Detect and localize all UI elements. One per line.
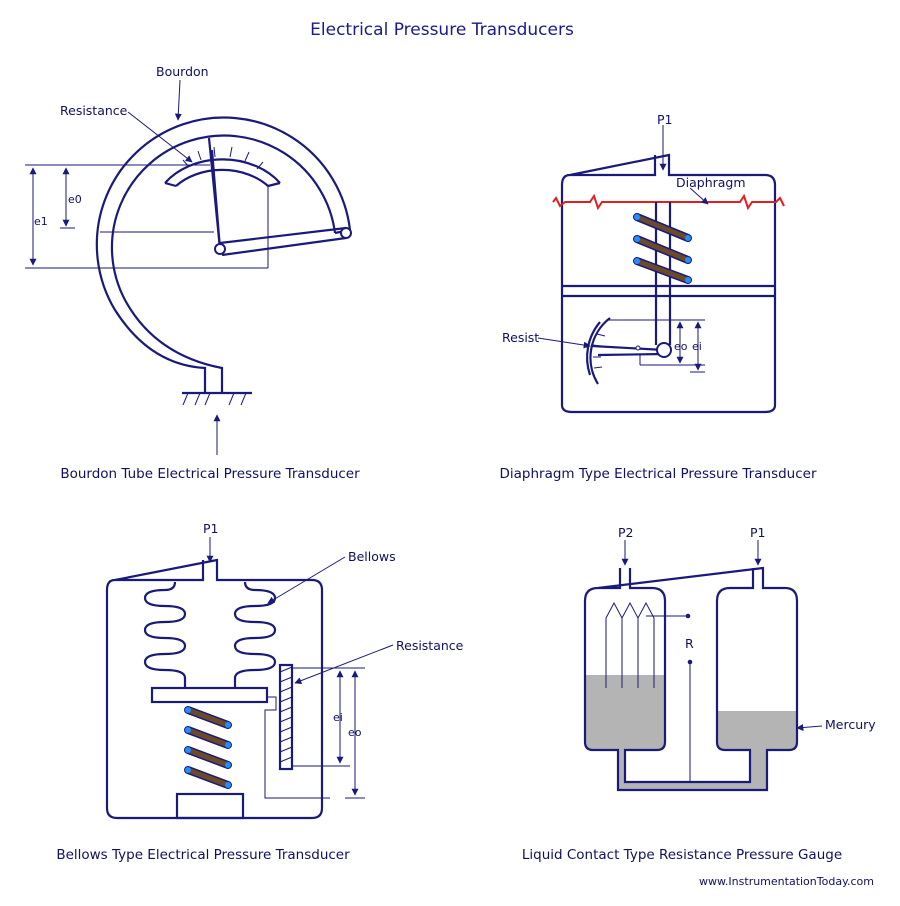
diaphragm-membrane — [552, 193, 785, 211]
bellows-transducer: P1 Bellows Resistance ei eo Bellows Type… — [56, 521, 463, 863]
label-p2: P2 — [618, 525, 634, 540]
mercury-fill — [585, 675, 797, 790]
caption-diaphragm: Diaphragm Type Electrical Pressure Trans… — [499, 466, 816, 482]
label-resist: Resist — [502, 330, 539, 345]
liquid-contact-gauge: P2 P1 R Mercury Liquid Contact Type Resi… — [522, 525, 876, 863]
contact-wires — [605, 601, 688, 688]
bellows-right-folds — [233, 581, 277, 688]
label-p1-bellows: P1 — [203, 521, 219, 536]
label-p1-liquid: P1 — [750, 525, 766, 540]
bellows-casing — [105, 558, 324, 820]
bourdon-tube-outer — [95, 116, 352, 392]
bourdon-tube-inner — [110, 134, 337, 392]
label-mercury: Mercury — [825, 717, 876, 732]
bellows-resistance — [278, 663, 294, 771]
caption-liquid: Liquid Contact Type Resistance Pressure … — [522, 847, 842, 863]
bourdon-resistance-outer — [164, 158, 281, 184]
label-r: R — [685, 636, 694, 651]
label-resistance: Resistance — [60, 103, 128, 118]
bellows-spring — [184, 706, 232, 789]
label-p1-diaphragm: P1 — [657, 112, 673, 127]
diaphragm-casing — [560, 153, 777, 414]
u-tube-vessels — [583, 566, 799, 792]
label-ei-diaphragm: ei — [692, 340, 702, 353]
website-link[interactable]: www.InstrumentationToday.com — [699, 875, 874, 888]
diaphragm-transducer: P1 Diaphragm Resist eo ei Diaphragm Type… — [499, 112, 816, 482]
bellows-plate — [150, 686, 269, 704]
caption-bourdon: Bourdon Tube Electrical Pressure Transdu… — [60, 466, 360, 482]
label-resistance-bellows: Resistance — [396, 638, 464, 653]
label-ei-bellows: ei — [333, 711, 343, 724]
label-eo-diaphragm: eo — [674, 340, 688, 353]
label-bellows: Bellows — [348, 549, 396, 564]
bourdon-transducer: Bourdon Resistance e1 e0 Bourdon Tube El… — [25, 64, 360, 482]
label-e1: e1 — [34, 215, 48, 228]
bellows-left-folds — [143, 581, 187, 688]
diaphragm-spring — [633, 213, 692, 284]
label-diaphragm: Diaphragm — [676, 175, 746, 190]
label-e0: e0 — [68, 193, 82, 206]
label-eo-bellows: eo — [348, 726, 362, 739]
caption-bellows: Bellows Type Electrical Pressure Transdu… — [56, 847, 350, 863]
label-bourdon: Bourdon — [156, 64, 209, 79]
page-title: Electrical Pressure Transducers — [310, 20, 574, 40]
